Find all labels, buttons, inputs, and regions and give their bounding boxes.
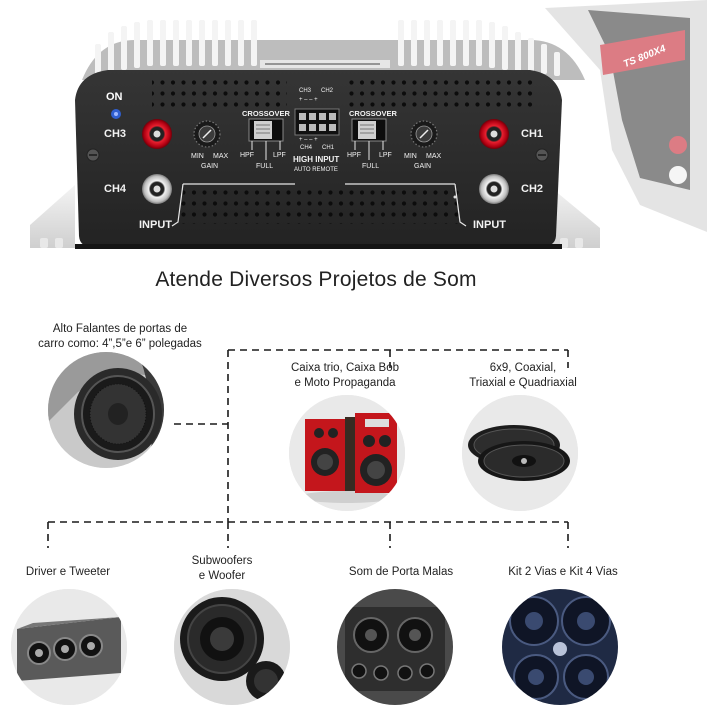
on-led-label: ON	[106, 91, 123, 103]
headline: Atende Diversos Projetos de Som	[155, 268, 477, 291]
oval-speaker-image	[462, 395, 578, 511]
caption-trio-line2: e Moto Propaganda	[294, 377, 396, 389]
crossover-left-label: CROSSOVER	[242, 109, 290, 118]
amplifier-panel: ON CH3 CH4 CH1 CH2 INPUT INPUT CROSSOVER…	[0, 0, 707, 262]
lpf-left-label: LPF	[273, 152, 286, 159]
pins-top-left-label: CH3	[299, 88, 312, 94]
plus-minus-bottom: + – – +	[299, 137, 318, 143]
caption-subwoofer-line1: Subwoofers	[191, 555, 253, 567]
min-left-label: MIN	[191, 153, 204, 160]
lpf-right-label: LPF	[379, 152, 392, 159]
input-right-label: INPUT	[473, 219, 506, 231]
driver-box-image	[11, 589, 127, 705]
max-left-label: MAX	[213, 153, 229, 160]
caption-subwoofer: Subwoofers e Woofer	[170, 554, 274, 584]
background-amplifier	[545, 0, 707, 232]
caption-trio: Caixa trio, Caixa Bob e Moto Propaganda	[280, 361, 410, 391]
crossover-switch-right	[351, 118, 387, 160]
full-left-label: FULL	[256, 163, 274, 170]
caption-coaxial-line1: 6x9, Coaxial,	[489, 362, 557, 374]
caption-coaxial-line2: Triaxial e Quadriaxial	[469, 377, 577, 389]
speaker-kit-image	[502, 589, 618, 705]
ch4-label: CH4	[104, 183, 127, 195]
input-left-label: INPUT	[139, 219, 172, 231]
gain-knob-left	[193, 120, 221, 148]
max-right-label: MAX	[426, 153, 442, 160]
door-speaker-image	[48, 352, 164, 468]
high-input-label: HIGH INPUT	[293, 155, 340, 164]
hpf-left-label: HPF	[240, 152, 254, 159]
gain-knob-right	[410, 120, 438, 148]
caption-subwoofer-line2: e Woofer	[198, 570, 246, 582]
high-input-connector	[294, 108, 340, 136]
caption-door-speakers-line2: carro como: 4”,5”e 6” polegadas	[38, 338, 202, 350]
ch1-label: CH1	[521, 128, 544, 140]
trio-box-image	[289, 395, 405, 511]
full-right-label: FULL	[362, 163, 380, 170]
trunk-sound-image	[337, 589, 453, 705]
crossover-switch-left	[248, 118, 284, 160]
pins-bottom-right-label: CH1	[322, 145, 335, 151]
caption-coaxial: 6x9, Coaxial, Triaxial e Quadriaxial	[455, 361, 591, 391]
caption-kit: Kit 2 Vias e Kit 4 Vias	[508, 566, 618, 578]
gain-right-label: GAIN	[414, 163, 432, 170]
ch2-label: CH2	[521, 183, 544, 195]
caption-trio-line1: Caixa trio, Caixa Bob	[290, 362, 400, 374]
caption-driver: Driver e Tweeter	[25, 566, 111, 578]
ch3-label: CH3	[104, 128, 127, 140]
subwoofer-image	[174, 589, 290, 705]
min-right-label: MIN	[404, 153, 417, 160]
caption-trunk: Som de Porta Malas	[348, 566, 454, 578]
crossover-right-label: CROSSOVER	[349, 109, 397, 118]
caption-door-speakers: Alto Falantes de portas de carro como: 4…	[30, 322, 210, 352]
hpf-right-label: HPF	[347, 152, 361, 159]
plus-minus-top: + – – +	[299, 97, 318, 103]
pins-top-right-label: CH2	[321, 88, 334, 94]
auto-remote-label: AUTO REMOTE	[294, 167, 338, 173]
caption-door-speakers-line1: Alto Falantes de portas de	[52, 323, 188, 335]
pins-bottom-left-label: CH4	[300, 145, 313, 151]
gain-left-label: GAIN	[201, 163, 219, 170]
amplifier-illustration	[30, 0, 707, 249]
